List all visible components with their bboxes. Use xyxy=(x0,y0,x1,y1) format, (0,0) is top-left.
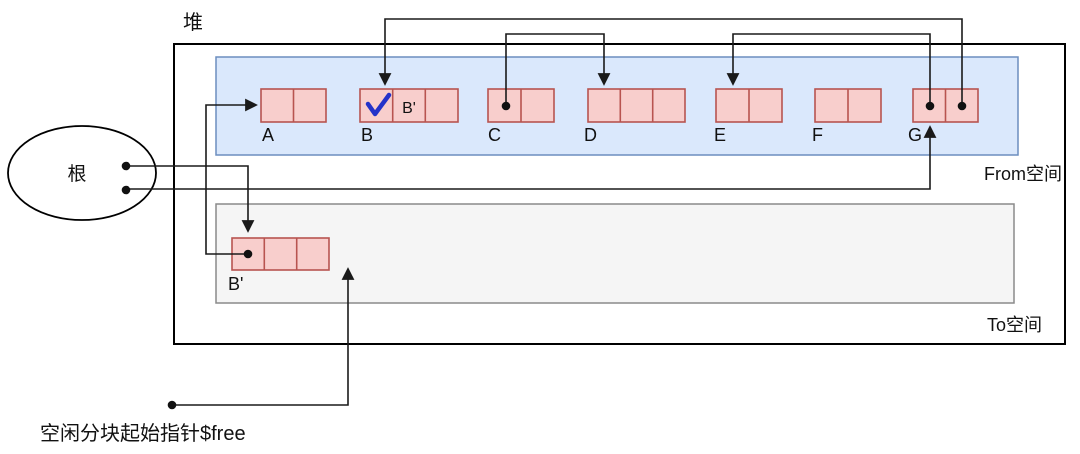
block-c: C xyxy=(487,88,555,145)
block-c-label: C xyxy=(488,125,501,145)
pointer-root-to-bprime xyxy=(126,165,255,233)
pointer-dot-root-slot2 xyxy=(121,185,131,195)
from-space-label: From空间 xyxy=(984,164,1062,184)
pointer-dot-bprime-cell1 xyxy=(243,249,253,259)
block-f: F xyxy=(812,88,882,145)
block-b-forwarding-text: B' xyxy=(402,100,416,117)
pointer-dot-g-cell2 xyxy=(957,101,967,111)
pointer-dot-g-cell1 xyxy=(925,101,935,111)
block-g: G xyxy=(908,88,979,145)
pointer-free-to-tospace xyxy=(172,267,355,406)
pointer-dot-c-cell1 xyxy=(501,101,511,111)
free-pointer-label: 空闲分块起始指针$free xyxy=(40,422,246,445)
to-space-box xyxy=(215,203,1015,304)
pointer-lines xyxy=(126,18,963,406)
block-b-label: B xyxy=(361,125,373,145)
pointer-dot-root-slot1 xyxy=(121,161,131,171)
block-d: D xyxy=(584,88,686,145)
block-g-label: G xyxy=(908,125,922,145)
block-d-label: D xyxy=(584,125,597,145)
block-a-label: A xyxy=(262,125,274,145)
pointer-dots xyxy=(121,101,967,410)
heap-label: 堆 xyxy=(183,11,203,34)
block-b: B' B xyxy=(359,88,459,145)
pointer-bprime-to-a xyxy=(205,98,258,255)
pointer-dot-free xyxy=(167,400,177,410)
block-e-label: E xyxy=(714,125,726,145)
block-f-label: F xyxy=(812,125,823,145)
block-e: E xyxy=(714,88,783,145)
pointer-c-to-d xyxy=(505,33,611,106)
pointer-g2-to-b xyxy=(378,18,963,106)
check-icon xyxy=(365,92,392,117)
root-label: 根 xyxy=(67,163,86,185)
block-a: A xyxy=(260,88,327,145)
pointer-g1-to-e xyxy=(726,33,931,106)
pointer-root-to-g xyxy=(126,125,937,190)
block-bprime-label: B' xyxy=(228,274,243,294)
to-space-label: To空间 xyxy=(987,315,1042,335)
root-ellipse xyxy=(7,125,157,221)
